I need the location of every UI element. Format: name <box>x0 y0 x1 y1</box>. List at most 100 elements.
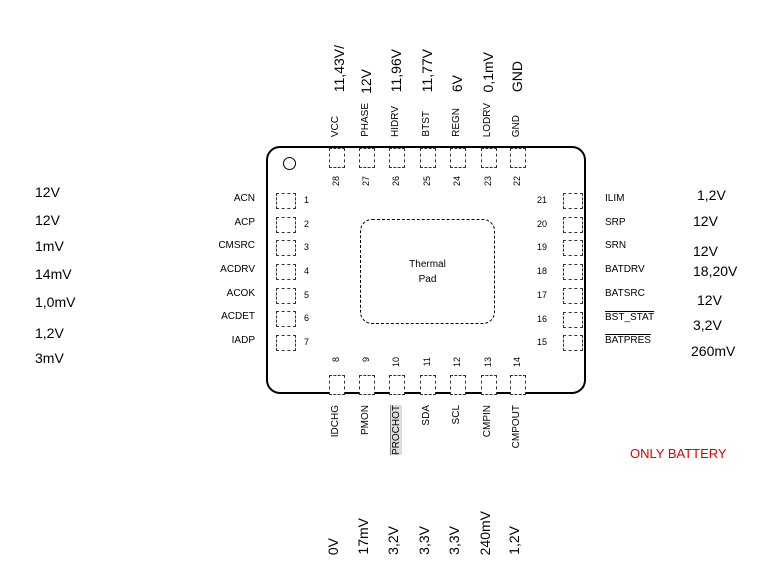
pin-pad <box>276 288 296 304</box>
pin-voltage: 240mV <box>477 510 493 555</box>
pin-pad <box>359 148 375 168</box>
pin-voltage: 12V <box>697 292 722 308</box>
pin-pad <box>563 288 583 304</box>
pin-name: SCL <box>451 405 462 425</box>
pin-pad <box>329 375 345 395</box>
pin-number: 21 <box>537 195 548 205</box>
pin-voltage: 18,20V <box>693 263 738 279</box>
thermal-pad-label-line1: Thermal <box>409 258 446 270</box>
pin-pad <box>276 217 296 233</box>
pin-name: LODRV <box>482 102 493 137</box>
pin-pad <box>563 335 583 351</box>
pin-number: 25 <box>422 175 432 186</box>
pin-voltage: 3,2V <box>693 317 722 333</box>
pin-pad <box>389 375 405 395</box>
pin-voltage: 1,2V <box>35 325 64 341</box>
pin-number: 16 <box>537 314 548 324</box>
pin-pad <box>510 148 526 168</box>
pin-voltage: 3mV <box>35 350 64 366</box>
pin-voltage: 11,77V <box>419 48 435 92</box>
pin1-indicator-dot <box>283 157 296 170</box>
pin-name: BST_STAT <box>605 312 655 323</box>
pin-pad <box>276 193 296 209</box>
pin-pad <box>563 240 583 256</box>
pin-number: 26 <box>391 175 401 186</box>
pin-name: CMSRC <box>218 240 255 251</box>
pin-voltage: 1,2V <box>506 526 522 555</box>
pin-number: 22 <box>512 175 522 186</box>
pin-voltage: 0V <box>325 537 341 555</box>
pin-number: 24 <box>452 175 462 186</box>
pin-number: 3 <box>304 242 310 252</box>
pin-pad <box>276 311 296 327</box>
pin-name: SDA <box>421 405 432 426</box>
pin-voltage: 3,3V <box>416 526 432 555</box>
pin-pad <box>481 375 497 395</box>
pin-pad <box>563 312 583 328</box>
pin-number: 14 <box>512 357 522 368</box>
pin-number: 27 <box>361 175 371 186</box>
pin-number: 13 <box>483 357 493 368</box>
pin-pad <box>276 335 296 351</box>
pin-number: 10 <box>391 357 401 368</box>
pin-number: 4 <box>304 266 310 276</box>
pin-name: CMPOUT <box>511 405 522 449</box>
pin-name: BATSRC <box>605 288 645 299</box>
pin-number: 2 <box>304 219 310 229</box>
pin-voltage: 3,3V <box>446 526 462 555</box>
pin-name: PHASE <box>360 103 371 137</box>
pin-voltage: 14mV <box>35 266 72 282</box>
pin-number: 12 <box>452 357 462 368</box>
pin-name: GND <box>511 114 522 137</box>
pin-number: 15 <box>537 337 548 347</box>
pin-name: PMON <box>360 405 371 435</box>
pin-voltage: 12V <box>358 69 374 94</box>
thermal-pad: Thermal Pad <box>360 219 495 324</box>
pin-number: 7 <box>304 337 310 347</box>
pin-name: BATPRES <box>605 335 651 346</box>
pin-name: ILIM <box>605 193 625 204</box>
pin-name: HIDRV <box>390 106 401 137</box>
pin-pad <box>563 193 583 209</box>
pin-number: 9 <box>361 357 371 363</box>
pin-name: ACN <box>233 193 255 204</box>
pin-name: BTST <box>421 111 432 137</box>
pin-name: SRP <box>605 217 626 228</box>
pin-name: ACDRV <box>220 264 255 275</box>
only-battery-note: ONLY BATTERY <box>630 446 727 461</box>
pin-name: ACOK <box>226 288 255 299</box>
pin-pad <box>276 240 296 256</box>
pin-voltage: 1mV <box>35 238 64 254</box>
pin-name: CMPIN <box>482 405 493 438</box>
pin-name: ACDET <box>221 311 255 322</box>
pin-number: 1 <box>304 195 310 205</box>
pin-pad <box>510 375 526 395</box>
pin-number: 8 <box>331 357 341 363</box>
pin-voltage: 260mV <box>691 343 736 359</box>
pin-voltage: 1,0mV <box>35 294 76 310</box>
pin-number: 19 <box>537 242 548 252</box>
pin-voltage: 17mV <box>355 518 371 555</box>
pin-name: SRN <box>605 240 627 251</box>
pin-name: ACP <box>234 217 255 228</box>
pin-pad <box>450 375 466 395</box>
pin-voltage: 12V <box>35 184 60 200</box>
pin-number: 28 <box>331 175 341 186</box>
pin-voltage: 1,2V <box>697 187 726 203</box>
pin-voltage: 11,96V <box>388 48 404 92</box>
pin-number: 6 <box>304 313 310 323</box>
pin-pad <box>420 375 436 395</box>
pin-name: IDCHG <box>330 405 341 438</box>
pin-name: REGN <box>451 108 462 137</box>
pin-voltage: 12V <box>35 212 60 228</box>
pin-number: 20 <box>537 219 548 229</box>
pin-number: 17 <box>537 290 548 300</box>
pin-name: IADP <box>231 335 255 346</box>
pin-voltage: 3,2V <box>385 526 401 555</box>
pin-number: 18 <box>537 266 548 276</box>
pin-pad <box>276 264 296 280</box>
pin-pad <box>389 148 405 168</box>
pin-pad <box>563 217 583 233</box>
pin-number: 23 <box>483 175 493 186</box>
